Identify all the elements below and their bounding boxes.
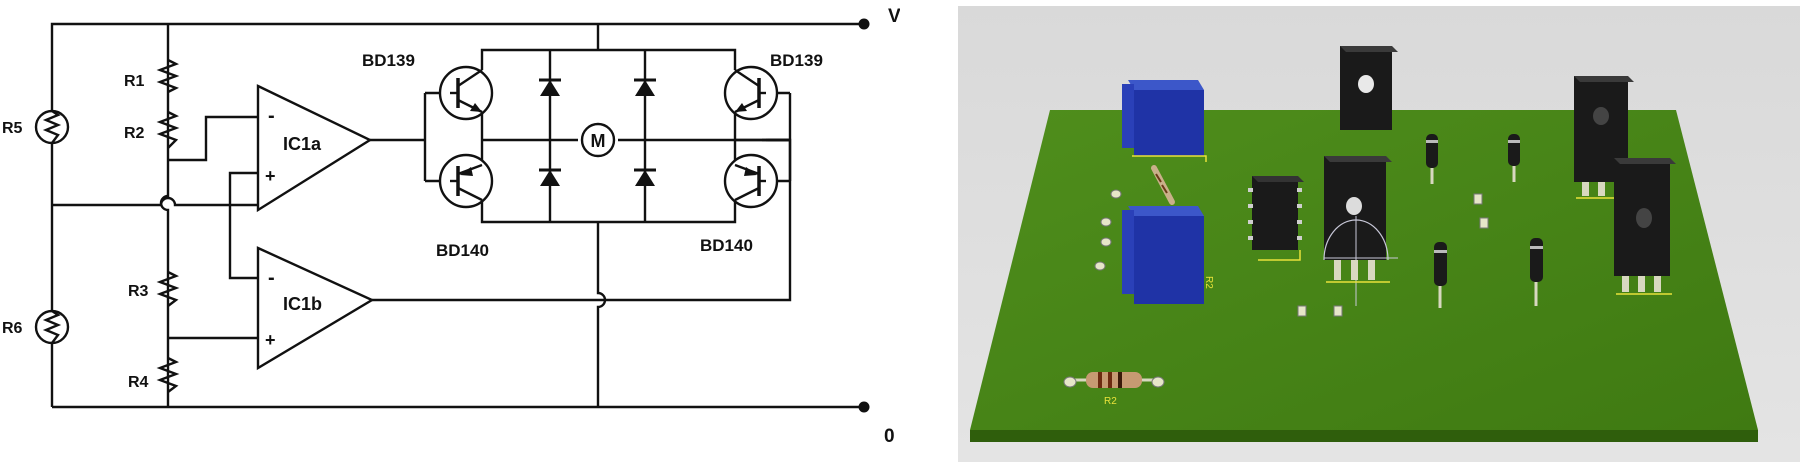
transistor-top-left: BD139 (362, 51, 494, 121)
dip-ic (1248, 176, 1304, 261)
power-transistor-1 (1340, 46, 1398, 130)
solder-pads-left (1094, 189, 1122, 271)
circuit-schematic: Vcc 0 V R1 R2 R3 R4 R5 R6 - + IC1a - + I… (2, 6, 900, 447)
sensor-r5-label: R5 (2, 120, 23, 137)
transistor-bottom-right-label: BD140 (700, 236, 753, 255)
pcb-silkscreen-r2-upper: R2 (1203, 276, 1214, 289)
ground-label: 0 V (884, 426, 900, 447)
sensor-r6-label: R6 (2, 320, 23, 337)
opamp-ic1a-minus: - (268, 105, 275, 127)
resistor-r2-label: R2 (124, 125, 145, 142)
pcb-silkscreen-r2-lower: R2 (1104, 396, 1117, 407)
diode-pcb-3 (1434, 242, 1447, 308)
resistor-r1: R1 (124, 58, 180, 94)
diode-top-right (634, 78, 656, 96)
transistor-top-right-label: BD139 (770, 51, 823, 70)
transistor-top-left-label: BD139 (362, 51, 415, 70)
pcb-3d-render: R2 (958, 6, 1800, 462)
opamp-ic1a-label: IC1a (283, 134, 322, 154)
resistor-r3: R3 (128, 270, 180, 307)
diode-bottom-right (634, 168, 656, 186)
trimmer-pot-bottom: R2 (1122, 206, 1214, 304)
transistor-bottom-left-label: BD140 (436, 241, 489, 260)
opamp-ic1b-plus: + (265, 330, 276, 350)
diode-top-left (539, 78, 561, 96)
resistor-r2: R2 (124, 110, 180, 149)
diode-pcb-2 (1508, 134, 1520, 182)
diode-pcb-4 (1530, 238, 1543, 306)
resistor-r3-label: R3 (128, 283, 149, 300)
sensor-r5: R5 (2, 109, 70, 145)
resistor-body-diagonal (1151, 165, 1175, 205)
ground-terminal (858, 401, 870, 413)
vcc-label: Vcc (888, 6, 900, 27)
trimmer-pot-top (1122, 80, 1207, 162)
transistor-bottom-right: BD140 (700, 153, 779, 255)
transistor-bottom-left: BD140 (436, 153, 494, 260)
power-transistor-2 (1323, 156, 1398, 306)
opamp-ic1b-minus: - (268, 267, 275, 289)
diode-pcb-1 (1426, 134, 1438, 184)
opamp-ic1a: - + IC1a (256, 84, 373, 213)
diode-bottom-left (539, 168, 561, 186)
motor: M (580, 122, 616, 158)
solder-pads-center (1297, 193, 1489, 317)
transistor-top-right: BD139 (723, 51, 823, 121)
opamp-ic1b-label: IC1b (283, 294, 322, 314)
resistor-pcb-bottom: R2 (1063, 372, 1165, 407)
resistor-r4-label: R4 (128, 374, 149, 391)
motor-label: M (591, 131, 606, 151)
power-transistor-4 (1614, 158, 1676, 295)
schematic-wires (50, 22, 864, 409)
vcc-terminal (858, 18, 870, 30)
sensor-r6: R6 (2, 309, 70, 345)
resistor-r1-label: R1 (124, 73, 145, 90)
opamp-ic1a-plus: + (265, 166, 276, 186)
opamp-ic1b: - + IC1b (256, 246, 375, 371)
resistor-r4: R4 (128, 356, 180, 393)
